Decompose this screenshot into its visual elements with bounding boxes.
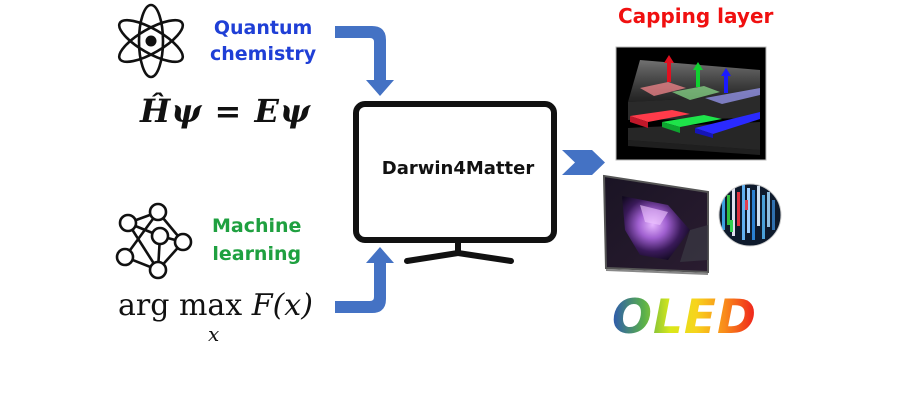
capping-layer-title: Capping layer <box>618 4 774 28</box>
machine-learning-title-line2: learning <box>212 243 302 265</box>
pixel-closeup-border <box>718 183 782 247</box>
quantum-chemistry-title-line1: Quantum <box>213 17 313 39</box>
quantum-chemistry-title-line2: chemistry <box>210 43 317 65</box>
oled-tv-image <box>602 174 709 275</box>
argmax-function: F(x) <box>251 288 313 323</box>
argmax-operator: arg max <box>118 288 243 323</box>
chevron-arrow-icon <box>562 150 605 175</box>
darwin4matter-label: Darwin4Matter <box>381 158 535 179</box>
arrow-ml-to-monitor <box>335 247 394 313</box>
capping-layer-image <box>615 46 767 161</box>
argmax-equation: arg max F(x) x <box>118 288 313 346</box>
arrow-quantum-to-monitor <box>335 26 394 96</box>
oled-pixel-closeup-image <box>719 184 781 246</box>
neural-network-icon <box>115 202 193 280</box>
schrodinger-equation: Ĥψ = Eψ <box>140 92 311 130</box>
monitor-icon <box>353 101 557 264</box>
atom-icon <box>117 3 185 79</box>
argmax-subscript: x <box>208 322 220 346</box>
oled-label: OLED <box>612 290 758 345</box>
machine-learning-title: Machine learning <box>212 212 301 268</box>
quantum-chemistry-title: Quantum chemistry <box>210 15 316 67</box>
machine-learning-title-line1: Machine <box>212 215 302 237</box>
